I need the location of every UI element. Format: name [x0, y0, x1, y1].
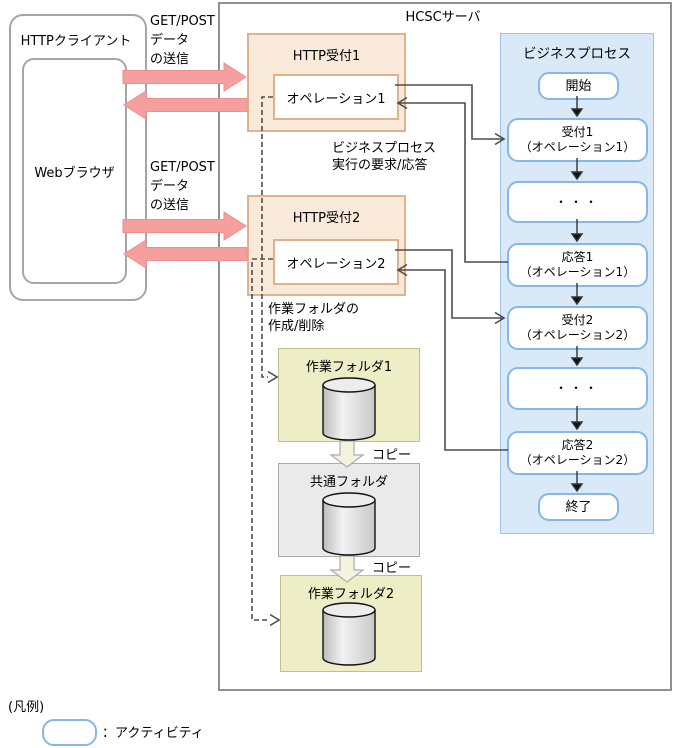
http-reception2-box: HTTP受付2 オペレーション2 — [247, 195, 406, 296]
text-line: データ — [150, 179, 190, 194]
work-folder1-label: 作業フォルダ1 — [305, 360, 393, 375]
work-folder2-box: 作業フォルダ2 — [280, 575, 422, 672]
operation2-box: オペレーション2 — [273, 239, 399, 285]
activity-pill-sample — [42, 719, 97, 746]
activity-reception1: 受付1 （オペレーション1） — [507, 118, 648, 162]
activity-reception2: 受付2 （オペレーション2） — [507, 306, 648, 350]
activity-label: ・・・ — [554, 194, 600, 209]
bp-request-label: ビジネスプロセス 実行の要求/応答 — [332, 140, 436, 174]
copy-label-1: コピー — [372, 448, 412, 463]
text-line: ビジネスプロセス — [332, 141, 437, 156]
text-line: GET/POST — [150, 14, 215, 29]
operation2-label: オペレーション2 — [286, 256, 386, 272]
activity-label: 応答1 — [561, 250, 594, 264]
work-folder2-label: 作業フォルダ2 — [307, 587, 395, 602]
text-line: 実行の要求/応答 — [332, 158, 428, 173]
operation1-box: オペレーション1 — [273, 74, 399, 120]
text-line: の送信 — [150, 198, 190, 213]
activity-label: （オペレーション2） — [519, 328, 636, 342]
get-post-label-2: GET/POST データ の送信 — [150, 158, 220, 215]
activity-label: （オペレーション1） — [519, 265, 636, 279]
activity-response1: 応答1 （オペレーション1） — [507, 243, 648, 287]
activity-label: 受付2 — [561, 313, 594, 327]
activity-label: ・・・ — [554, 381, 600, 395]
http-reception2-label: HTTP受付2 — [292, 211, 361, 226]
text-line: 作成/削除 — [268, 319, 325, 334]
activity-label: 終了 — [565, 499, 592, 515]
folder-ops-label: 作業フォルダの 作成/削除 — [268, 301, 359, 335]
activity-label: 受付1 — [561, 125, 594, 139]
activity-label: （オペレーション1） — [519, 140, 636, 154]
hcsc-server-label: HCSCサーバ — [405, 10, 481, 25]
work-folder1-box: 作業フォルダ1 — [278, 348, 420, 442]
copy-label-2: コピー — [372, 561, 412, 576]
http-client-label: HTTPクライアント — [20, 34, 132, 49]
activity-label: 応答2 — [561, 438, 594, 452]
text-line: 作業フォルダの — [268, 302, 360, 317]
common-folder-label: 共通フォルダ — [309, 475, 388, 490]
text-line: の送信 — [150, 52, 190, 67]
common-folder-box: 共通フォルダ — [278, 463, 420, 557]
http-reception1-box: HTTP受付1 オペレーション1 — [247, 33, 406, 132]
activity-start: 開始 — [538, 72, 619, 100]
get-post-label-1: GET/POST データ の送信 — [150, 12, 220, 69]
activity-dots-1: ・・・ — [507, 181, 648, 223]
legend-title: (凡例) — [8, 700, 45, 715]
legend-activity-label: ：アクティビティ — [102, 726, 204, 741]
activity-dots-2: ・・・ — [507, 367, 648, 410]
text-line: データ — [150, 33, 190, 48]
operation1-label: オペレーション1 — [286, 91, 386, 107]
business-process-title: ビジネスプロセス — [523, 46, 631, 62]
web-browser-label: Webブラウザ — [34, 165, 115, 181]
activity-label: （オペレーション2） — [519, 453, 636, 467]
text-line: GET/POST — [150, 160, 215, 175]
activity-label: 開始 — [565, 78, 592, 94]
activity-end: 終了 — [538, 493, 619, 521]
http-reception1-label: HTTP受付1 — [292, 49, 361, 64]
web-browser-box: Webブラウザ — [22, 58, 127, 284]
activity-response2: 応答2 （オペレーション2） — [507, 431, 648, 475]
business-process-panel: ビジネスプロセス 開始 受付1 （オペレーション1） ・・・ 応答1 （オペレー… — [500, 33, 654, 534]
